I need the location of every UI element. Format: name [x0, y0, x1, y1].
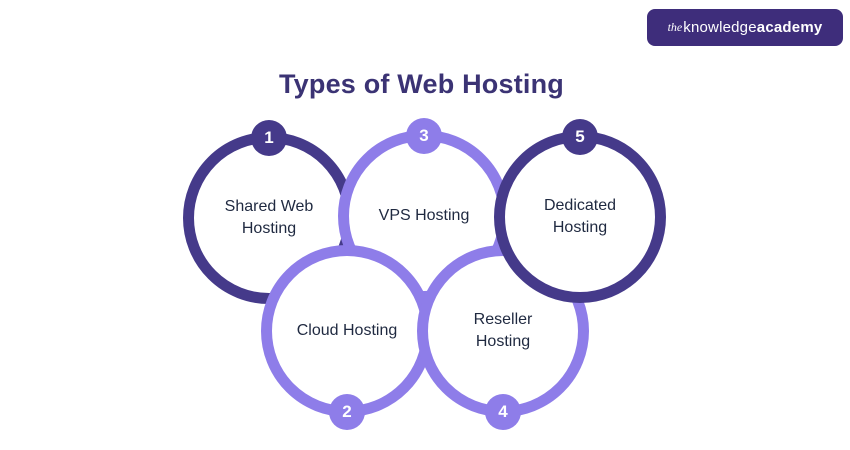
step-number-badge: 4: [485, 393, 521, 430]
step-number-badge: 5: [562, 118, 598, 155]
hosting-type-label: VPS Hosting: [378, 206, 470, 224]
hosting-circle-cloud: 2 Cloud Hosting: [261, 245, 433, 430]
hosting-circle-reseller: 4 Reseller Hosting: [417, 245, 589, 430]
step-number-badge: 3: [406, 117, 442, 154]
hosting-type-label: Dedicated Hosting: [543, 196, 617, 236]
logo-academy: academy: [756, 19, 823, 36]
page-title: Types of Web Hosting: [278, 69, 564, 99]
step-number-badge: 2: [329, 393, 365, 430]
hosting-circle-shared-web: 1 Shared Web Hosting: [183, 119, 355, 304]
step-number-badge: 1: [251, 119, 287, 156]
hosting-type-label: Cloud Hosting: [296, 321, 398, 339]
hosting-type-label: Shared Web Hosting: [224, 197, 314, 237]
logo-the: the: [667, 20, 683, 34]
logo-knowledge: knowledge: [683, 19, 757, 36]
hosting-circle-dedicated: 5 Dedicated Hosting: [494, 118, 666, 303]
hosting-type-label: Reseller Hosting: [473, 310, 533, 350]
